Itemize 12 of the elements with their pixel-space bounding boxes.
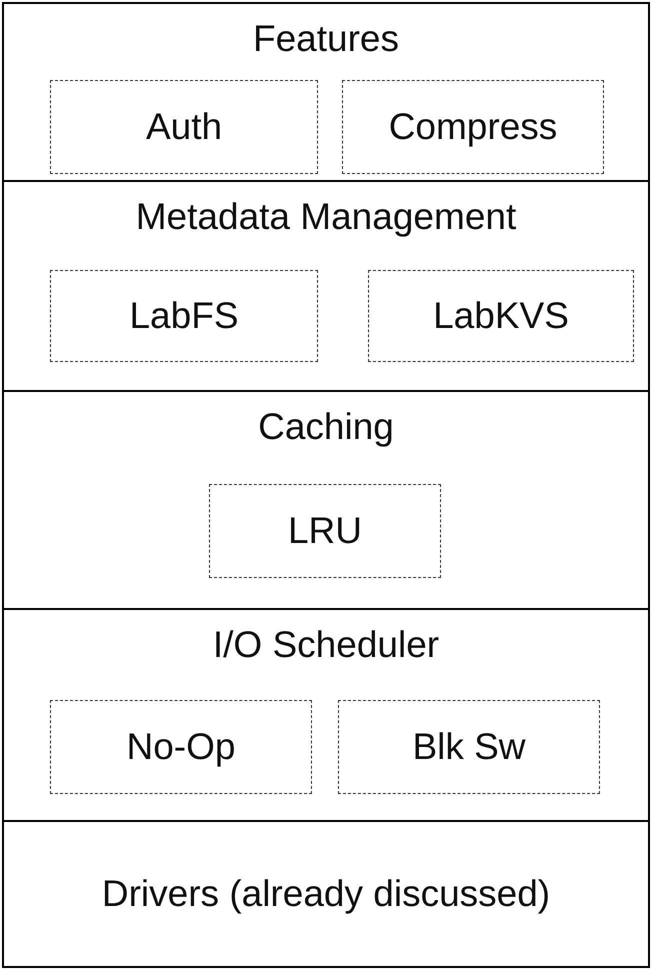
layer-title: Drivers (already discussed)	[100, 873, 552, 915]
component-box: No-Op	[50, 700, 312, 794]
layer-title: Features	[252, 18, 400, 60]
layer-title: I/O Scheduler	[212, 624, 440, 666]
component-box: LRU	[209, 484, 441, 578]
component-box: Auth	[50, 80, 318, 174]
component-box: LabFS	[50, 270, 318, 362]
layer-title: Metadata Management	[134, 196, 518, 238]
component-box: LabKVS	[368, 270, 634, 362]
component-box: Blk Sw	[338, 700, 600, 794]
layer-title: Caching	[257, 406, 395, 448]
component-box: Compress	[342, 80, 604, 174]
